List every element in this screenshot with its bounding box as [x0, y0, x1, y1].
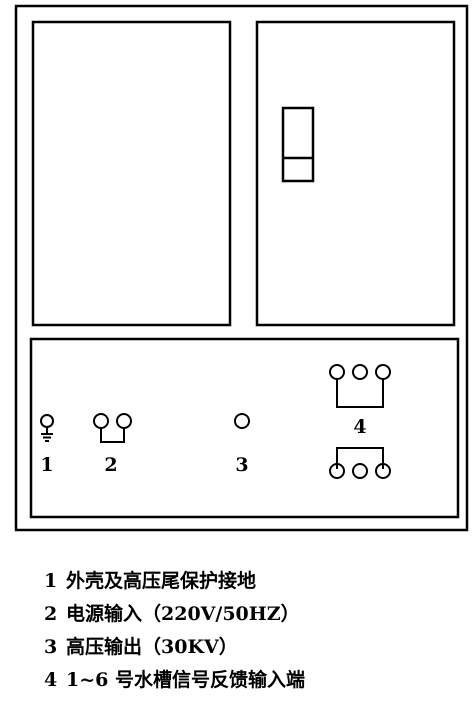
high-voltage-terminal-circle — [234, 413, 250, 429]
feedback-top-bracket — [336, 379, 384, 408]
legend-item-text: 电源输入（220V/50HZ） — [66, 603, 300, 625]
legend-item-number: 1 — [44, 570, 58, 592]
left-door-panel — [31, 20, 232, 327]
power-terminal-circle — [116, 413, 132, 429]
feedback-terminal-circle — [329, 463, 345, 479]
terminal-panel — [29, 337, 460, 519]
panel-diagram: 1 2 3 4 — [14, 4, 469, 532]
power-input-terminals — [93, 413, 132, 443]
high-voltage-terminal — [234, 413, 250, 429]
terminal-legend: 1 外壳及高压尾保护接地 2 电源输入（220V/50HZ） 3 高压输出（30KV）… — [44, 565, 464, 697]
cabinet-outer-frame — [14, 4, 469, 532]
legend-item: 3 高压输出（30KV） — [44, 631, 464, 664]
legend-item: 2 电源输入（220V/50HZ） — [44, 598, 464, 631]
legend-item-number: 3 — [44, 636, 58, 658]
legend-item-text: 高压输出（30KV） — [66, 636, 238, 658]
terminal-2-label: 2 — [104, 454, 117, 476]
feedback-terminal-circle — [375, 364, 391, 380]
terminal-4-label: 4 — [353, 416, 366, 438]
power-terminal-circle — [93, 413, 109, 429]
door-lock — [281, 106, 315, 183]
legend-item-text: 外壳及高压尾保护接地 — [66, 570, 257, 592]
panel-drawing: 1 2 3 4 — [14, 4, 469, 532]
power-terminal-bracket — [100, 428, 125, 443]
feedback-terminal-circle — [352, 463, 368, 479]
feedback-terminals-top — [329, 364, 391, 408]
right-door-panel — [255, 20, 456, 327]
terminal-1-label: 1 — [40, 454, 53, 476]
terminal-3-label: 3 — [235, 454, 248, 476]
ground-terminal — [40, 414, 54, 442]
legend-item: 1 外壳及高压尾保护接地 — [44, 565, 464, 598]
legend-item-number: 2 — [44, 603, 58, 625]
legend-item-text: 1~6 号水槽信号反馈输入端 — [66, 669, 305, 691]
legend-item-number: 4 — [44, 669, 58, 691]
feedback-terminals-bottom — [329, 447, 391, 479]
feedback-terminal-circle — [329, 364, 345, 380]
feedback-bottom-bracket — [336, 447, 384, 469]
feedback-terminal-circle — [375, 463, 391, 479]
legend-item: 4 1~6 号水槽信号反馈输入端 — [44, 664, 464, 697]
ground-terminal-circle — [40, 414, 54, 428]
feedback-terminal-circle — [352, 364, 368, 380]
